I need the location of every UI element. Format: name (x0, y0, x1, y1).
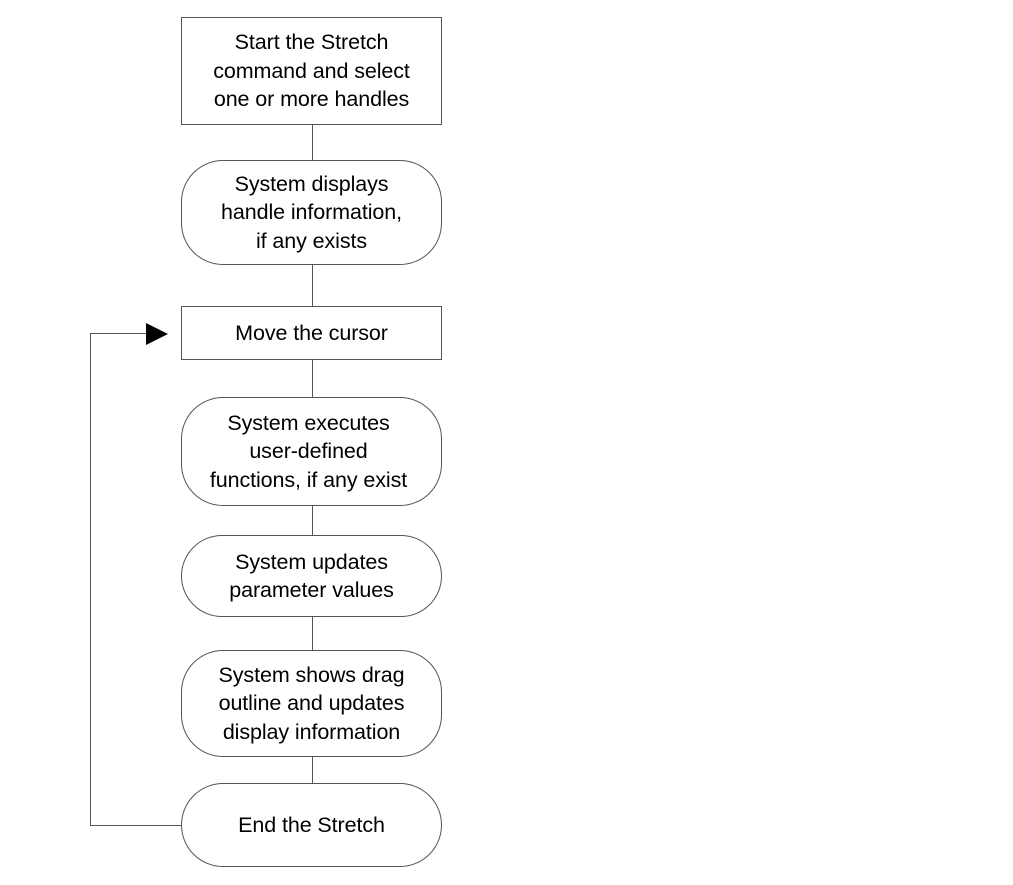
connector-feedback-horizontal-bottom (90, 825, 185, 826)
feedback-arrowhead-icon (146, 323, 168, 345)
node-end-the-stretch[interactable]: End the Stretch (181, 783, 442, 867)
connector-feedback-horizontal-top (90, 333, 146, 334)
connector-update-to-drag (312, 616, 313, 651)
node-label: System displays handle information, if a… (221, 171, 402, 253)
node-system-executes-user-defined-functions[interactable]: System executes user-defined functions, … (181, 397, 442, 506)
connector-move-to-execute (312, 359, 313, 398)
node-start-stretch-command[interactable]: Start the Stretch command and select one… (181, 17, 442, 125)
node-system-shows-drag-outline[interactable]: System shows drag outline and updates di… (181, 650, 442, 757)
node-label: Start the Stretch command and select one… (213, 30, 410, 112)
node-label: System updates parameter values (229, 549, 394, 603)
node-label: System shows drag outline and updates di… (218, 662, 405, 744)
connector-display-to-move (312, 264, 313, 307)
node-move-the-cursor[interactable]: Move the cursor (181, 306, 442, 360)
connector-drag-to-end (312, 756, 313, 784)
node-label: System executes user-defined functions, … (209, 410, 408, 492)
connector-start-to-display (312, 124, 313, 161)
connector-execute-to-update (312, 505, 313, 536)
node-system-updates-parameter-values[interactable]: System updates parameter values (181, 535, 442, 617)
connector-feedback-vertical (90, 333, 91, 826)
node-label: Move the cursor (235, 320, 388, 345)
node-system-displays-handle-information[interactable]: System displays handle information, if a… (181, 160, 442, 265)
node-label: End the Stretch (238, 812, 385, 837)
